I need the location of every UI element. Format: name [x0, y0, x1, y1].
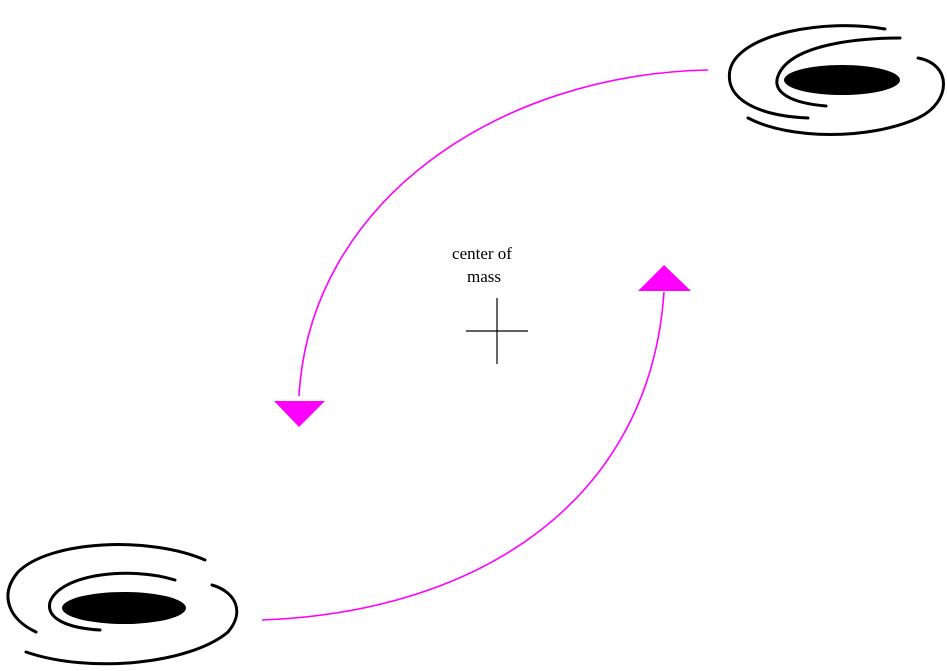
center-of-mass-label-line1: center of: [452, 244, 512, 263]
galaxy-lower-left: [8, 545, 237, 664]
orbit-arrow-down-icon: [274, 401, 325, 427]
orbit-arc-lower: [262, 292, 664, 620]
galaxy-lower-left-core: [62, 592, 186, 624]
galaxy-upper-right-core: [784, 65, 900, 95]
orbit-arc-upper: [299, 70, 708, 396]
galaxy-upper-right: [729, 26, 943, 135]
orbit-arrow-up-icon: [638, 265, 691, 291]
crosshair-icon: [466, 298, 528, 364]
center-of-mass-label-line2: mass: [467, 267, 501, 286]
